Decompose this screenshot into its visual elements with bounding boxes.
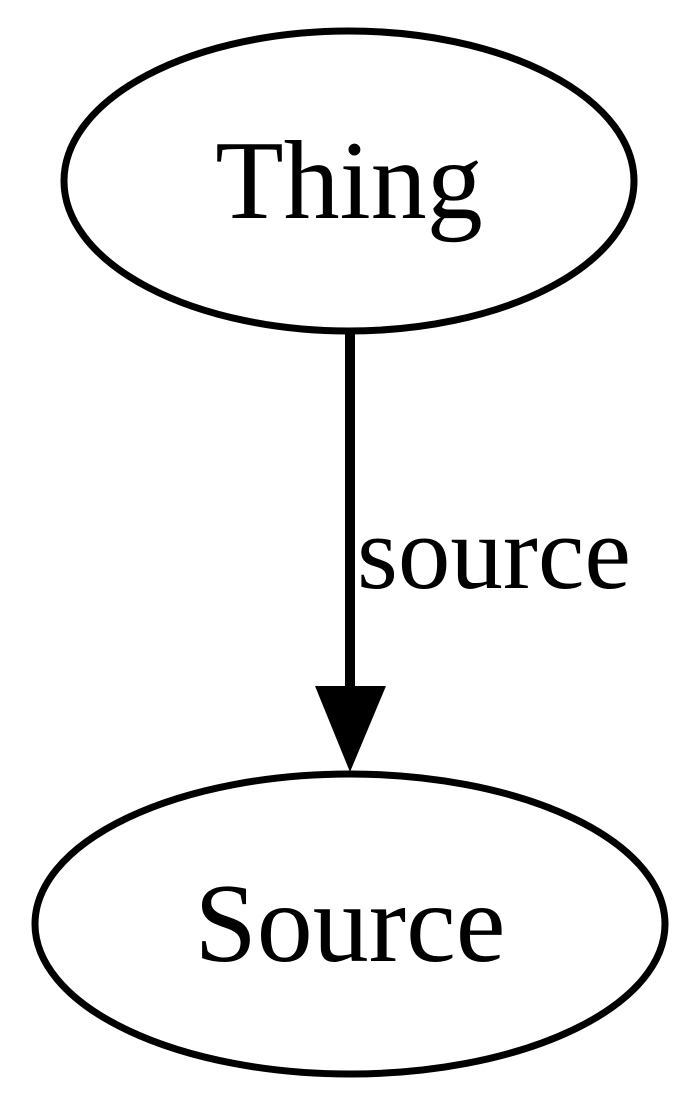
edge-thing-to-source-arrowhead-icon	[315, 686, 386, 772]
node-thing[interactable]: Thing	[60, 27, 638, 335]
node-source-ellipse[interactable]	[31, 770, 669, 1078]
node-source[interactable]: Source	[31, 770, 669, 1078]
edge-thing-to-source[interactable]: source	[315, 331, 631, 772]
node-thing-label: Thing	[215, 119, 483, 243]
node-source-label: Source	[194, 862, 505, 986]
edge-thing-to-source-label: source	[357, 494, 631, 611]
